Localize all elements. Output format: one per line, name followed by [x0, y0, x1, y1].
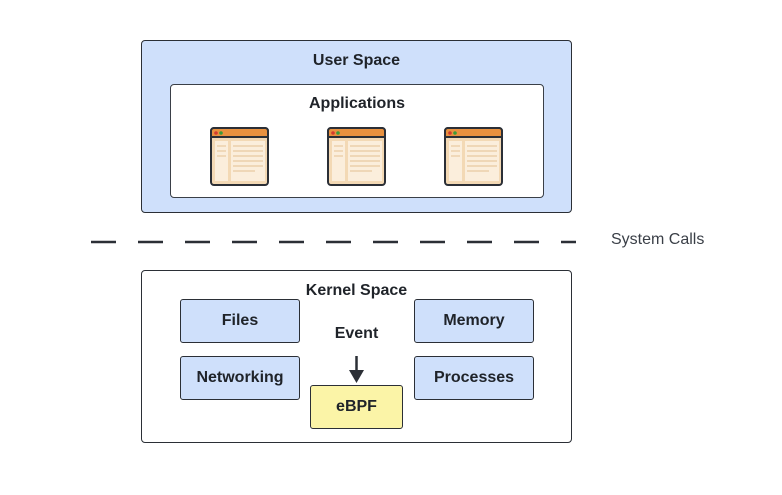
files-box: Files [180, 299, 300, 343]
event-arrow-icon [349, 356, 364, 383]
app-window-icon [327, 127, 386, 186]
applications-title: Applications [308, 95, 405, 112]
ebpf-box: eBPF [310, 385, 403, 429]
system-calls-label: System Calls [611, 231, 705, 248]
user-space-title: User Space [312, 52, 401, 69]
memory-box: Memory [414, 299, 534, 343]
app-window-icon [444, 127, 503, 186]
kernel-space-title: Kernel Space [305, 282, 408, 299]
processes-box: Processes [414, 356, 534, 400]
system-call-boundary-line [91, 240, 576, 244]
networking-box: Networking [180, 356, 300, 400]
app-window-icon [210, 127, 269, 186]
event-label: Event [334, 325, 379, 342]
